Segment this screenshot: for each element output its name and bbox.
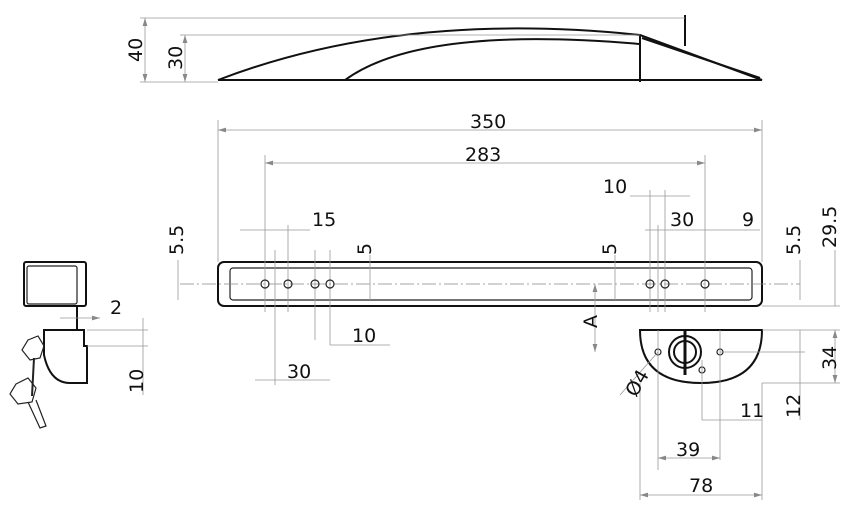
dim-5-5-right: 5.5	[783, 225, 805, 255]
dim-39: 39	[676, 439, 700, 461]
keys-icon	[9, 335, 47, 429]
front-view: 350 283 10 30 9 15 5.5 5 5 5.5 29.5 A 10…	[166, 111, 841, 385]
dim-5-right: 5	[599, 243, 621, 255]
lock-plate	[638, 329, 764, 385]
dim-15: 15	[312, 209, 336, 231]
dim-9: 9	[742, 209, 754, 231]
dim-11: 11	[740, 400, 764, 422]
dim-40: 40	[125, 38, 147, 62]
dim-5-5-left: 5.5	[166, 225, 188, 255]
handle-arch	[344, 38, 641, 81]
handle-profile	[217, 27, 763, 81]
dim-34: 34	[819, 346, 841, 370]
dim-5-left: 5	[354, 243, 376, 255]
dim-dia-4: Ø4	[621, 366, 654, 400]
dim-10-left: 10	[352, 325, 376, 347]
dim-30-right: 30	[670, 209, 694, 231]
dim-10-key: 10	[126, 369, 148, 393]
dim-29-5: 29.5	[819, 206, 841, 248]
section-a-label: A	[580, 315, 602, 328]
dim-30-left: 30	[287, 361, 311, 383]
dim-12: 12	[783, 394, 805, 418]
side-view: 40 30	[125, 15, 763, 83]
dim-2: 2	[110, 297, 122, 319]
dim-350: 350	[470, 111, 506, 133]
lock-wedge	[639, 35, 761, 82]
key-view: 2 10	[9, 261, 148, 429]
dim-283: 283	[465, 144, 501, 166]
dim-10-top: 10	[603, 176, 627, 198]
dim-78: 78	[689, 475, 713, 497]
lock-plate-view: Ø4 34 12 11 39 78	[619, 329, 841, 500]
mounting-holes	[260, 279, 710, 289]
dim-30: 30	[165, 46, 187, 70]
